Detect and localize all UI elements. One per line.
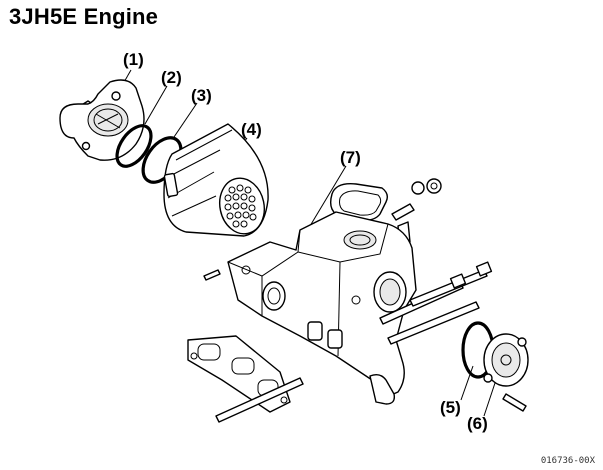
callout-2: (2) <box>161 68 182 87</box>
callout-1: (1) <box>123 50 144 69</box>
callout-6: (6) <box>467 414 488 433</box>
part-1-outlet-cover <box>59 79 145 161</box>
callout-5: (5) <box>440 398 461 417</box>
exhaust-gasket <box>187 335 291 413</box>
part-7-housing <box>227 211 417 405</box>
reference-code: 016736-00X <box>540 456 595 466</box>
diagram-title: 3JH5E Engine <box>9 4 159 29</box>
callout-4: (4) <box>241 120 262 139</box>
part-2-gasket <box>115 124 153 168</box>
callout-3: (3) <box>191 86 212 105</box>
callout-7: (7) <box>340 148 361 167</box>
part-6-end-cover <box>483 333 529 412</box>
part-4-tube-stack <box>163 123 269 237</box>
studs-and-bolts <box>215 261 493 423</box>
